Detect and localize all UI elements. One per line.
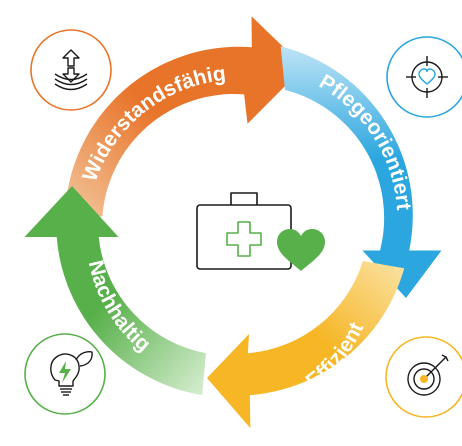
medical-kit-heart-icon: [196, 192, 325, 271]
bullseye-target-icon: [385, 336, 462, 418]
segment-arrow-nachhaltig: [24, 186, 206, 396]
segment-arrow-pflegeorientiert: [280, 46, 442, 299]
segment-arrow-effizient: [207, 261, 405, 429]
segment-arrow-widerstandsfaehig: [65, 16, 304, 217]
medical-kit-icon: [196, 192, 292, 270]
resilience-arrows-icon: [30, 29, 112, 111]
sustainable-bulb-icon: [24, 333, 106, 415]
heart-icon: [277, 229, 325, 271]
medical-cross-icon: [226, 221, 262, 257]
heart-target-icon: [386, 36, 462, 118]
